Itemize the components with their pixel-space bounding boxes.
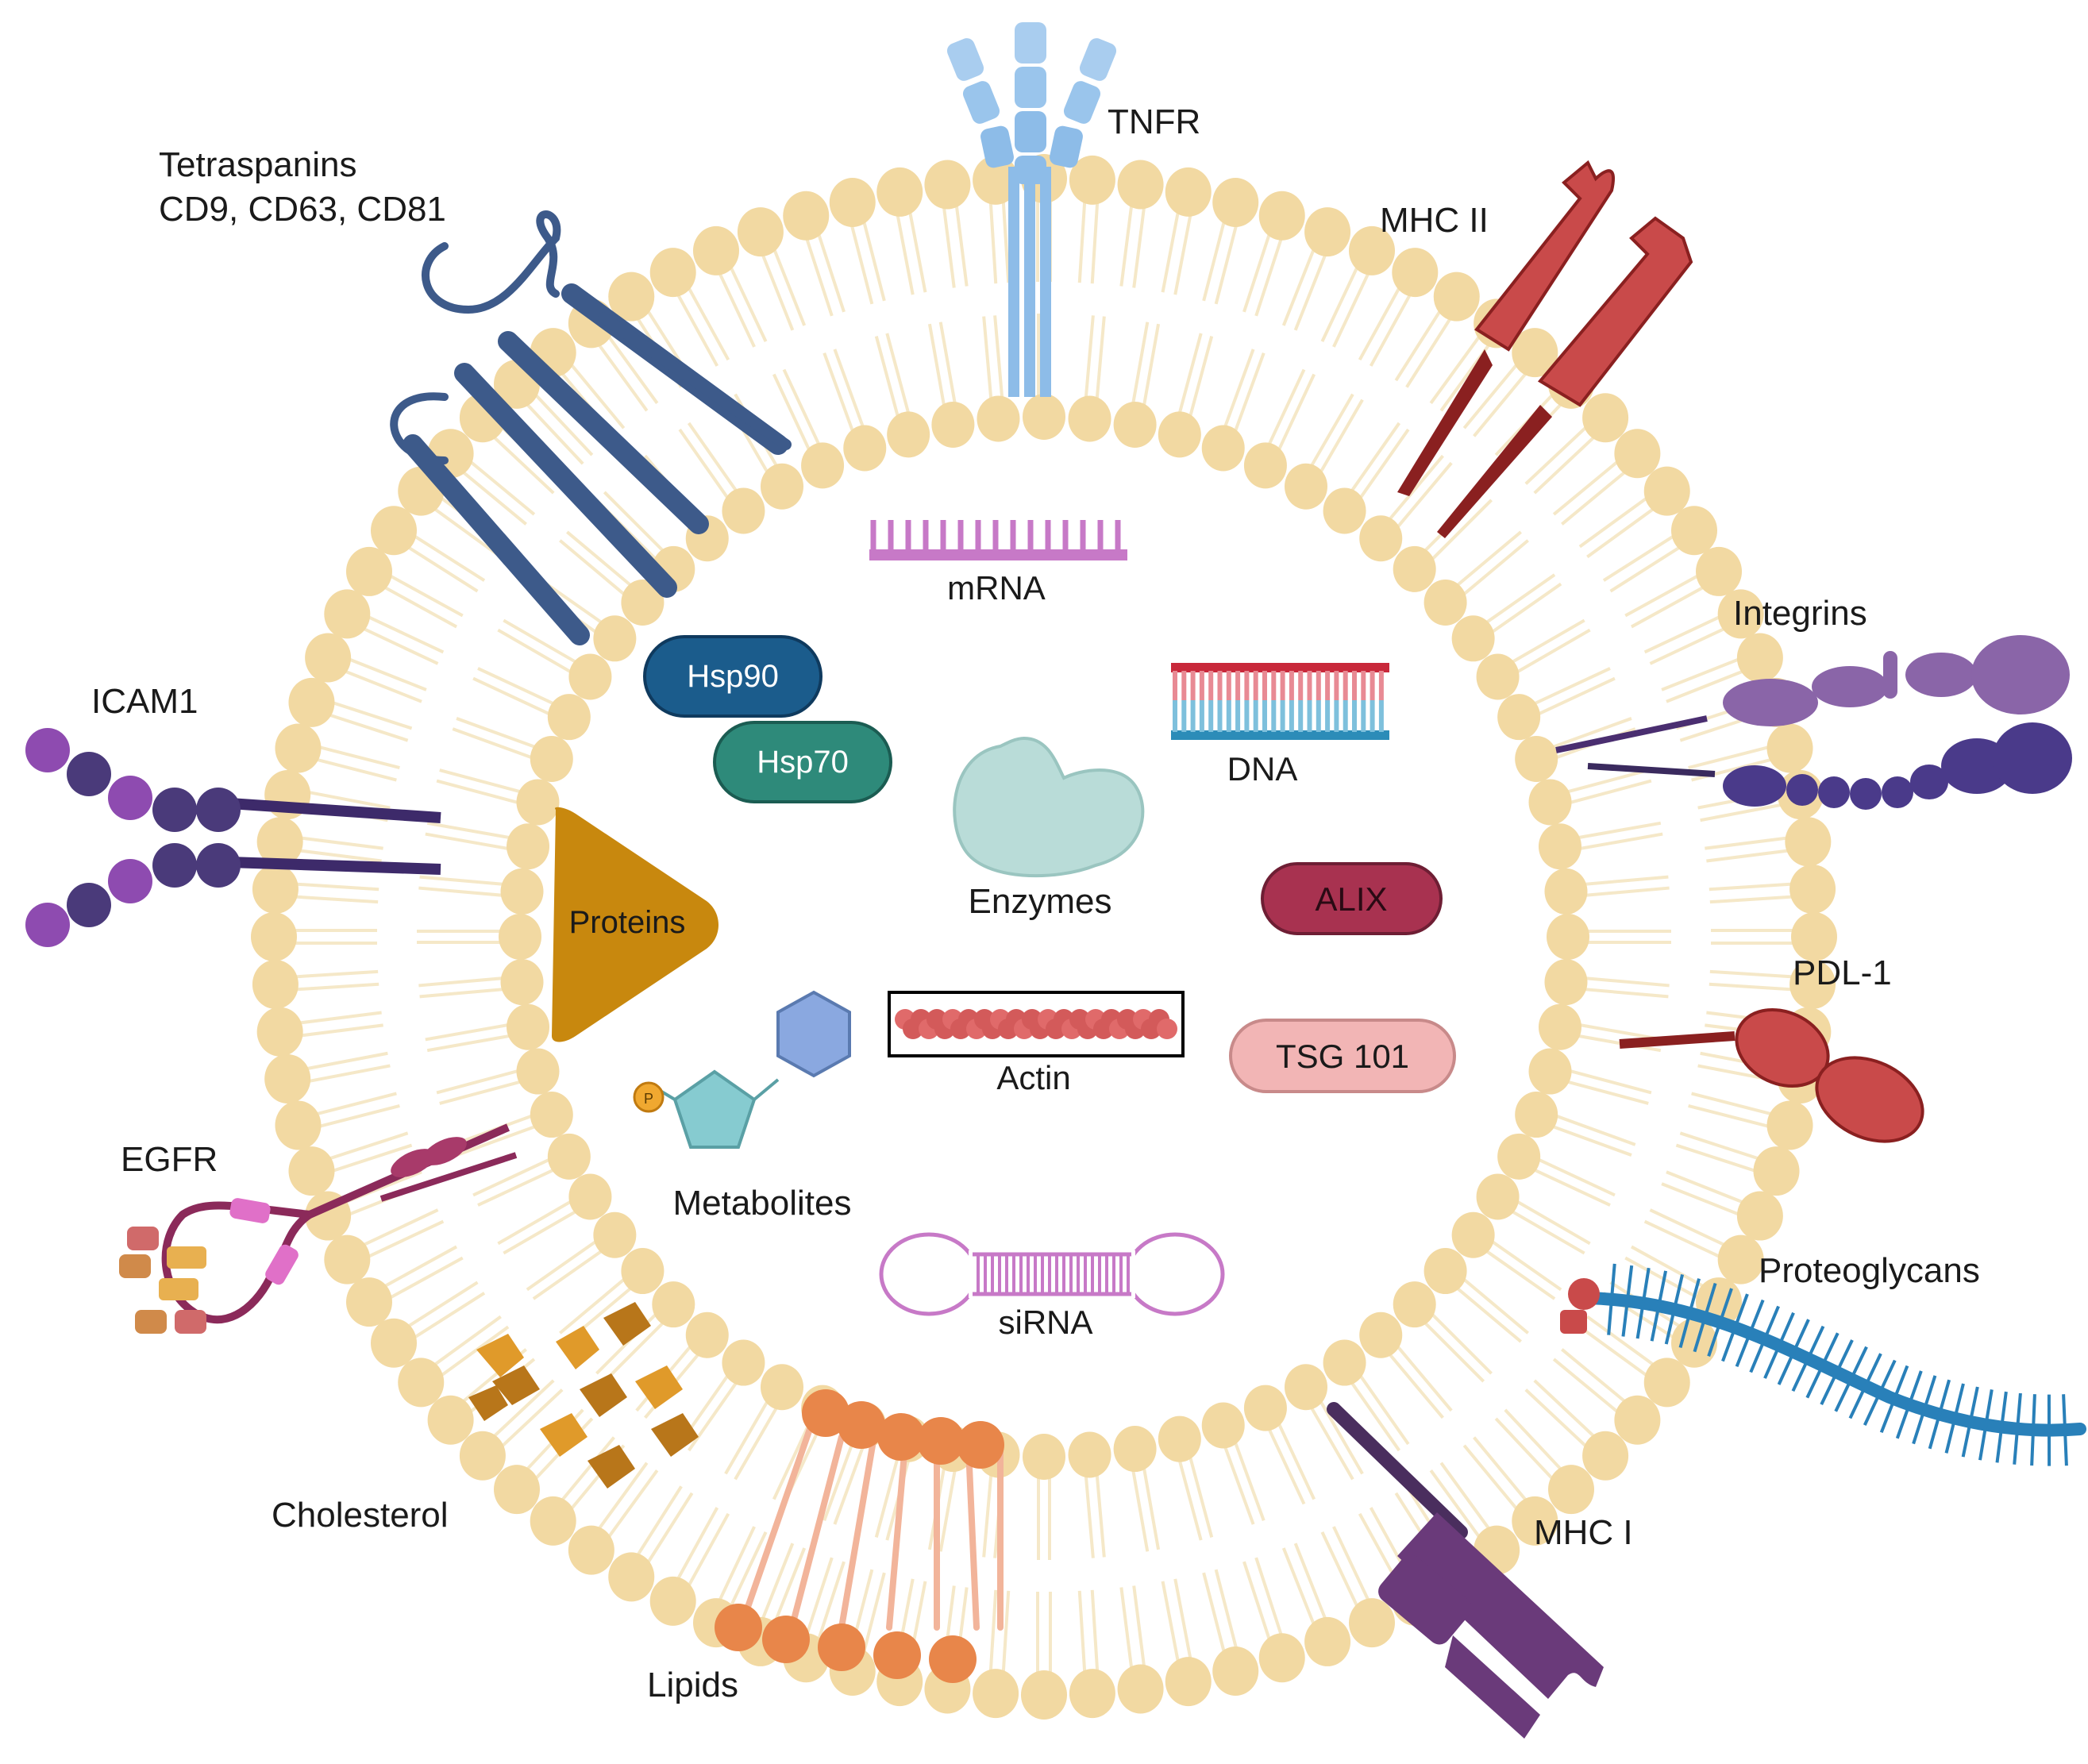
mhc-i-icon <box>1327 1402 1604 1739</box>
hsp70-label: Hsp70 <box>757 745 849 780</box>
actin-filament-icon <box>895 1009 1177 1039</box>
egfr-label: EGFR <box>121 1140 218 1179</box>
enzymes-label: Enzymes <box>969 882 1112 921</box>
pdl1-label: PDL-1 <box>1793 953 1892 992</box>
cholesterol-icon <box>468 1302 699 1489</box>
mhc-ii-label: MHC II <box>1380 201 1489 240</box>
phosphate-icon <box>633 1081 665 1113</box>
hsp90-label: Hsp90 <box>687 659 779 694</box>
tetraspanin-icon <box>390 210 792 645</box>
enzyme-icon <box>953 736 1145 878</box>
cholesterol-label: Cholesterol <box>272 1496 449 1535</box>
tetraspanins-label: Tetraspanins <box>159 145 356 184</box>
tnfr-receptor-icon <box>946 22 1117 397</box>
metabolites-icon <box>633 990 851 1149</box>
pdl1-icon <box>1619 1007 1924 1143</box>
integrin-icon <box>1555 635 2072 810</box>
hsp70-pill <box>713 721 892 803</box>
sirna-label: siRNA <box>998 1304 1092 1341</box>
alix-label: ALIX <box>1315 880 1387 918</box>
mhc-i-label: MHC I <box>1534 1513 1633 1552</box>
tetraspanins-members-label: CD9, CD63, CD81 <box>159 190 446 229</box>
alix-pill <box>1261 862 1443 935</box>
mrna-label: mRNA <box>947 569 1046 607</box>
tsg101-label: TSG 101 <box>1276 1038 1409 1075</box>
mrna-icon <box>869 520 1127 560</box>
egfr-icon <box>119 1123 518 1334</box>
mhc-ii-icon <box>1397 160 1693 538</box>
icam1-label: ICAM1 <box>91 682 198 721</box>
hsp90-pill <box>643 635 822 718</box>
icam1-icon <box>25 728 441 947</box>
sirna-icon <box>879 1232 1225 1316</box>
dna-label: DNA <box>1227 750 1298 788</box>
lipid-molecules-icon <box>715 1389 1004 1683</box>
integrins-label: Integrins <box>1733 594 1867 633</box>
actin-label: Actin <box>996 1059 1070 1096</box>
dna-icon <box>1171 663 1389 740</box>
proteins-label: Proteins <box>569 905 686 940</box>
lipids-label: Lipids <box>647 1666 738 1704</box>
proteoglycans-label: Proteoglycans <box>1759 1251 1980 1290</box>
proteoglycan-icon <box>1560 1263 2086 1466</box>
phosphate-label: P <box>644 1091 653 1107</box>
tnfr-label: TNFR <box>1108 102 1200 141</box>
metabolites-label: Metabolites <box>672 1184 851 1223</box>
tsg101-pill <box>1229 1019 1456 1093</box>
proteins-triangle <box>552 807 718 1042</box>
